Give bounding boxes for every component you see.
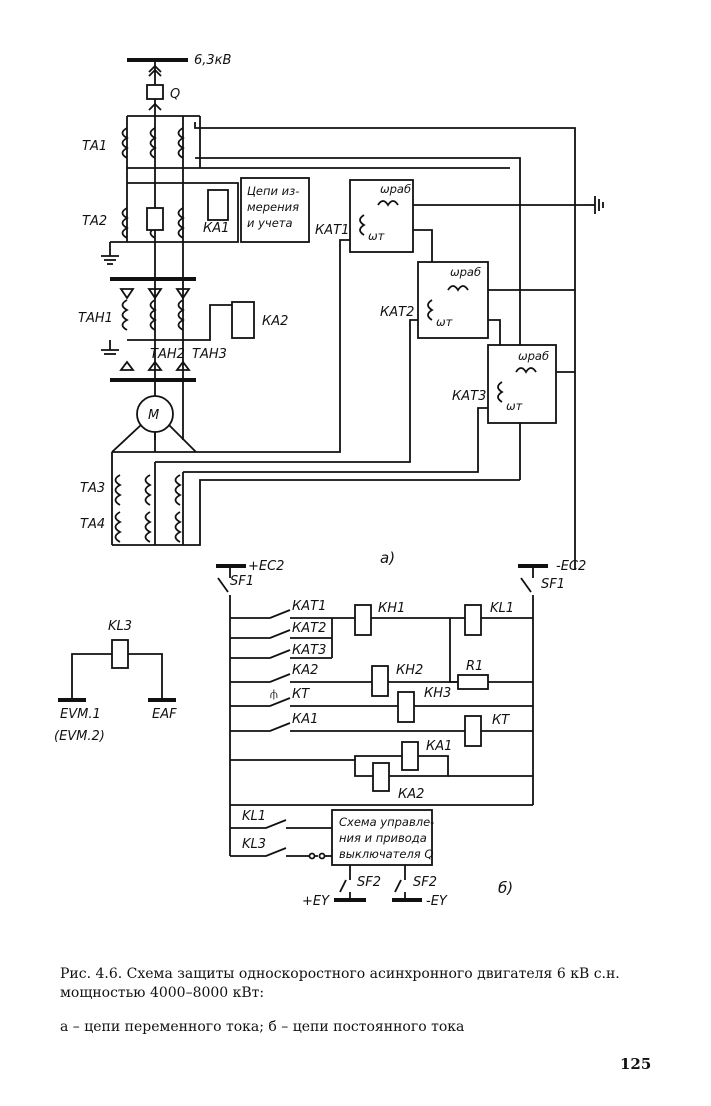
kh3-coil bbox=[397, 691, 415, 723]
ta1-label: ТА1 bbox=[82, 139, 107, 154]
kl1-coil bbox=[464, 604, 482, 636]
ta3-label: ТА3 bbox=[80, 481, 105, 496]
part-a-label: а) bbox=[380, 549, 395, 567]
sf2-left-label: SF2 bbox=[357, 875, 381, 890]
evm2-label: (EVM.2) bbox=[54, 729, 105, 744]
ctrl-line3: выключателя Q bbox=[339, 847, 433, 861]
kt-contact-label: КТ bbox=[292, 687, 310, 702]
control-drive-box bbox=[331, 809, 433, 866]
r1-label: R1 bbox=[466, 659, 483, 674]
kat1-relay bbox=[349, 179, 414, 253]
kat3-w-t: ωт bbox=[506, 399, 523, 413]
kat2-relay bbox=[417, 261, 489, 339]
ta2-label: ТА2 bbox=[82, 214, 107, 229]
tan1-label: ТАН1 bbox=[78, 311, 113, 326]
bus-voltage-label: 6,3кВ bbox=[194, 53, 232, 68]
kh1-label: КН1 bbox=[378, 601, 405, 616]
ctrl-line2: ния и привода bbox=[339, 831, 427, 845]
plus-ec2-label: +ЕС2 bbox=[248, 559, 284, 574]
measurement-circuits-box bbox=[240, 177, 310, 243]
minus-ec2-label: -ЕС2 bbox=[556, 559, 586, 574]
kt-coil bbox=[464, 715, 482, 747]
ka1-relay bbox=[207, 189, 229, 221]
r1-resistor bbox=[457, 674, 489, 690]
ka2-contact-label: КА2 bbox=[292, 663, 318, 678]
motor-label: М bbox=[148, 408, 159, 423]
circuits-line1: Цепи из- bbox=[247, 184, 299, 198]
kl3-contact-label: KL3 bbox=[242, 837, 266, 852]
ta1-coil-a bbox=[121, 127, 129, 159]
kl1-coil-label: KL1 bbox=[490, 601, 514, 616]
kl3-coil bbox=[111, 639, 129, 669]
kh1-coil bbox=[354, 604, 372, 636]
kat2-w-rab: ωраб bbox=[450, 265, 481, 279]
sf1-right-label: SF1 bbox=[541, 577, 565, 592]
evm1-label: EVM.1 bbox=[60, 707, 101, 722]
page-number: 125 bbox=[620, 1055, 652, 1073]
circuits-line3: и учета bbox=[247, 216, 293, 230]
eaf-label: EAF bbox=[152, 707, 177, 722]
kat3-w-rab: ωраб bbox=[518, 349, 549, 363]
kh2-label: КН2 bbox=[396, 663, 423, 678]
dc-circuits-diagram: +ЕС2 SF1 -ЕС2 SF1 КАТ1 КАТ2 КАТ3 КН1 KL1… bbox=[216, 559, 586, 909]
circuits-line2: мерения bbox=[247, 200, 299, 214]
figure-legend: а – цепи переменного тока; б – цепи пост… bbox=[60, 1019, 465, 1035]
kat3-contact-label: КАТ3 bbox=[292, 643, 326, 658]
figure-caption: Рис. 4.6. Схема защиты односкоростного а… bbox=[60, 966, 620, 1001]
ka2-coil bbox=[372, 762, 390, 792]
ka2-relay bbox=[231, 301, 255, 339]
kl1-contact-label: KL1 bbox=[242, 809, 266, 824]
ka2-coil-label: КА2 bbox=[398, 787, 424, 802]
ka1-coil bbox=[401, 741, 419, 771]
kat2-contact-label: КАТ2 bbox=[292, 621, 326, 636]
kat1-w-rab: ωраб bbox=[380, 182, 411, 196]
sf2-right-label: SF2 bbox=[413, 875, 437, 890]
ta1-coil-c bbox=[177, 127, 185, 159]
ka1-coil-label: КА1 bbox=[426, 739, 452, 754]
breaker-label: Q bbox=[170, 87, 180, 102]
tan2-label: ТАН2 bbox=[150, 347, 185, 362]
plus-ey-label: +ЕY bbox=[302, 894, 330, 909]
kh2-coil bbox=[371, 665, 389, 697]
part-b-label: б) bbox=[498, 879, 513, 897]
kt-coil-label: КТ bbox=[492, 713, 510, 728]
breaker-q bbox=[146, 84, 164, 100]
tan3-label: ТАН3 bbox=[192, 347, 227, 362]
ctrl-line1: Схема управле- bbox=[339, 815, 434, 829]
ta4-label: ТА4 bbox=[80, 517, 105, 532]
time-delay-icon: ⫛ bbox=[270, 687, 278, 702]
ka2-label: КА2 bbox=[262, 314, 288, 329]
ka1-label: КА1 bbox=[203, 221, 229, 236]
kat2-label: КАТ2 bbox=[380, 305, 414, 320]
minus-ey-label: -ЕY bbox=[426, 894, 448, 909]
kat2-w-t: ωт bbox=[436, 315, 453, 329]
kat1-w-t: ωт bbox=[368, 229, 385, 243]
kh3-label: КН3 bbox=[424, 686, 451, 701]
ka1-contact-label: КА1 bbox=[292, 712, 318, 727]
sf1-left-label: SF1 bbox=[230, 574, 254, 589]
kat1-contact-label: КАТ1 bbox=[292, 599, 326, 614]
kl3-coil-label: KL3 bbox=[108, 619, 132, 634]
kl3-diagram: KL3 EVM.1 (EVM.2) EAF bbox=[54, 619, 177, 744]
kat1-label: КАТ1 bbox=[315, 223, 349, 238]
ac-circuits-diagram: 6,3кВ Q ТА1 ТА2 КА1 bbox=[78, 53, 604, 570]
ta1-coil-b bbox=[149, 127, 157, 159]
kat3-label: КАТ3 bbox=[452, 389, 486, 404]
